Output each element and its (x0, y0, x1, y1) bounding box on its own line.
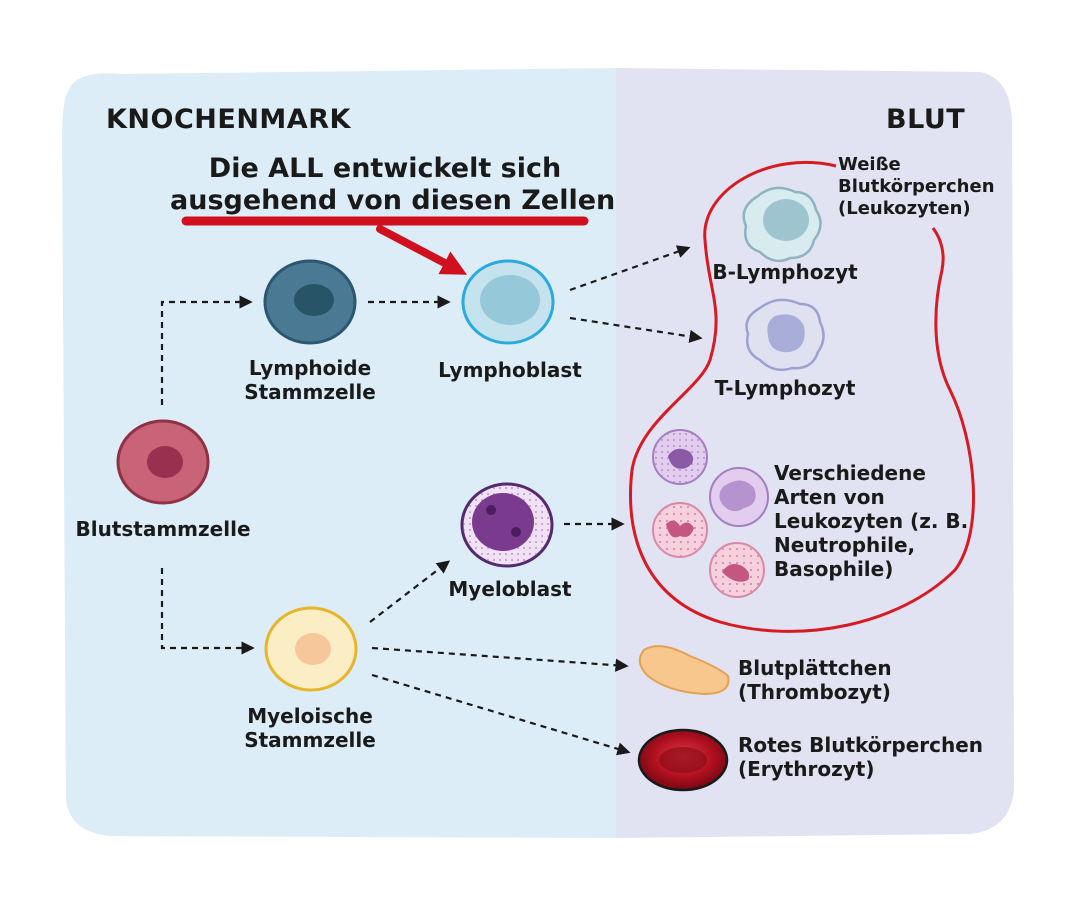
arrow-lymphoblast-to-b (569, 245, 691, 292)
t-lymphocyte-icon (745, 298, 825, 371)
blood-stem-cell-label: Blutstammzelle (75, 517, 251, 541)
lymphoid-stem-cell-icon (263, 259, 357, 345)
other-leukocytes-label-4: Neutrophile, (774, 533, 916, 557)
other-leukocytes-label-2: Arten von (774, 485, 885, 509)
b-lymphocyte-icon (742, 186, 822, 263)
blood-region (616, 68, 1014, 838)
other-leukocytes-label-5: Basophile) (774, 557, 894, 581)
red-blood-cell-label-2: (Erythrozyt) (738, 757, 875, 781)
blood-heading: BLUT (886, 104, 966, 135)
arrow-myeloid-to-myeloblast (369, 560, 451, 623)
banner-line-1: Die ALL entwickelt sich (208, 153, 562, 184)
arrow-stem-to-myeloid (160, 568, 255, 655)
myeloid-stem-cell-label-2: Stammzelle (244, 728, 376, 752)
lineage-arrows (160, 245, 703, 756)
arrow-stem-to-lymphoid (160, 295, 253, 405)
red-blood-cell-label-1: Rotes Blutkörperchen (738, 733, 984, 757)
monocyte-cell (709, 467, 769, 527)
bone-marrow-region (62, 68, 616, 838)
myeloid-stem-cell-label-1: Myeloische (247, 704, 373, 728)
bone-marrow-heading: KNOCHENMARK (106, 104, 351, 135)
myeloblast-icon (460, 482, 554, 568)
white-blood-cells-label-1: Weiße (838, 154, 901, 175)
arrow-myeloid-to-rbc (371, 673, 631, 756)
red-blood-cell-icon (637, 728, 729, 792)
platelet-icon (638, 645, 730, 696)
leukocyte-outline (629, 160, 975, 633)
white-blood-cells-label-3: (Leukozyten) (838, 198, 971, 219)
lymphoblast-icon (461, 259, 555, 345)
neutrophil-cell-1 (652, 502, 708, 558)
various-leukocytes-icon (652, 429, 769, 598)
myeloid-stem-cell-icon (264, 606, 358, 692)
t-lymphocyte-label: T-Lymphozyt (714, 376, 856, 400)
lymphoid-stem-cell-label-2: Stammzelle (244, 380, 376, 404)
other-leukocytes-label-3: Leukozyten (z. B. (774, 509, 969, 533)
myeloblast-label: Myeloblast (448, 577, 572, 601)
white-blood-cells-label-2: Blutkörperchen (838, 176, 995, 197)
banner-line-2: ausgehend von diesen Zellen (170, 185, 616, 216)
platelets-label-2: (Thrombozyt) (738, 680, 891, 704)
arrow-myeloid-to-platelet (371, 646, 629, 672)
lymphoid-stem-cell-label-1: Lymphoide (248, 356, 372, 380)
basophil-cell (652, 429, 708, 485)
b-lymphocyte-label: B-Lymphozyt (712, 260, 858, 284)
other-leukocytes-label-1: Verschiedene (774, 461, 926, 485)
lymphoblast-label: Lymphoblast (438, 358, 582, 382)
blood-stem-cell-icon (116, 419, 210, 505)
neutrophil-cell-2 (709, 542, 765, 598)
platelets-label-1: Blutplättchen (738, 656, 892, 680)
highlight-arrow (376, 225, 468, 275)
